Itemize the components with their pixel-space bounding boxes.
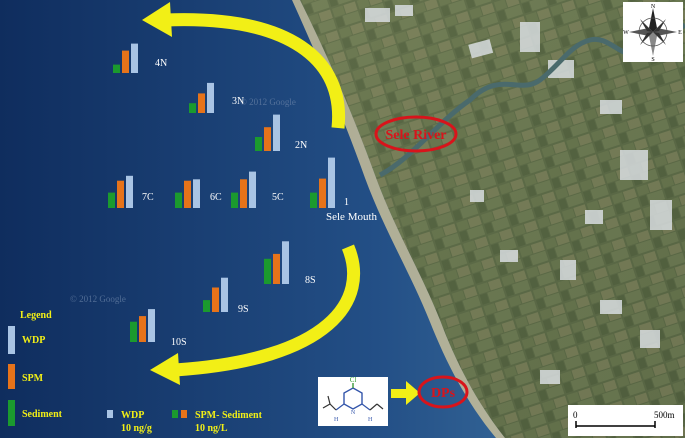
- station-label-9s: 9S: [238, 304, 249, 315]
- sele-river-label: Sele River: [385, 128, 446, 143]
- north-flow-arrowhead: [142, 2, 172, 37]
- bar-spm-6c: [184, 180, 191, 208]
- bar-wdp-2n: [273, 114, 280, 151]
- bar-wdp-3n: [207, 82, 214, 113]
- legend-swatch-wdp: [8, 326, 15, 354]
- scale-end: 500m: [654, 410, 675, 420]
- bar-wdp-6c: [193, 179, 200, 208]
- bar-spm-5c: [240, 179, 247, 208]
- bar-sediment-5c: [231, 192, 238, 208]
- dps-label: DPs: [431, 386, 456, 401]
- watermark-2: © 2012 Google: [70, 294, 126, 304]
- station-label-8s: 8S: [305, 275, 316, 286]
- bar-sediment-4n: [113, 64, 120, 73]
- dps-arrowhead: [406, 381, 420, 405]
- sele-river-ellipse: [374, 115, 458, 153]
- bar-wdp-9s: [221, 277, 228, 312]
- bar-wdp-4n: [131, 43, 138, 73]
- chem-nh-right: H: [368, 417, 373, 423]
- bar-sediment-8s: [264, 258, 271, 284]
- unit-spm-sed-value: 10 ng/L: [195, 423, 228, 434]
- legend-title: Legend: [20, 310, 52, 321]
- scale-start: 0: [573, 410, 578, 420]
- bar-wdp-7c: [126, 175, 133, 208]
- station-label-6c: 6C: [210, 192, 222, 203]
- watermark-1: © 2012 Google: [240, 97, 296, 107]
- north-flow-arrow-shaft: [164, 13, 346, 129]
- bar-sediment-7c: [108, 192, 115, 208]
- legend-swatch-sediment: [8, 400, 15, 426]
- bar-sediment-10s: [130, 321, 137, 342]
- bar-spm-8s: [273, 253, 280, 284]
- bar-spm-9s: [212, 287, 219, 312]
- legend: Legend WDP SPM Sediment: [8, 310, 63, 426]
- station-label-1: 1: [344, 197, 349, 208]
- compass-rose-icon: N S E W: [623, 2, 683, 63]
- unit-spm-sed-label: SPM- Sediment: [195, 410, 263, 421]
- compass-w: W: [623, 30, 629, 36]
- bar-spm-3n: [198, 93, 205, 113]
- bar-wdp-8s: [282, 241, 289, 284]
- south-flow-arrowhead: [150, 353, 180, 385]
- unit-swatch-sediment: [172, 410, 178, 418]
- bar-sediment-2n: [255, 137, 262, 151]
- chemical-structure: Cl H H N: [318, 376, 388, 426]
- beach: [292, 0, 505, 438]
- bar-spm-2n: [264, 127, 271, 151]
- bar-spm-1: [319, 178, 326, 208]
- chem-n: N: [351, 410, 356, 416]
- south-flow-arrow-shaft: [174, 244, 361, 377]
- compass-s: S: [651, 57, 654, 63]
- scale-bar: 0 500m: [568, 405, 683, 436]
- bar-sediment-3n: [189, 103, 196, 113]
- station-label-3n: 3N: [232, 96, 244, 107]
- unit-wdp-value: 10 ng/g: [121, 423, 152, 434]
- bar-spm-4n: [122, 50, 129, 73]
- sele-mouth-label: Sele Mouth: [326, 211, 378, 223]
- greenhouses: [365, 5, 672, 384]
- land-shading: [300, 0, 685, 438]
- bar-spm-7c: [117, 180, 124, 208]
- units-note: WDP 10 ng/g SPM- Sediment 10 ng/L: [107, 410, 263, 434]
- chem-nh-left: H: [334, 417, 339, 423]
- bar-spm-10s: [139, 316, 146, 342]
- station-label-5c: 5C: [272, 192, 284, 203]
- legend-swatch-spm: [8, 364, 15, 389]
- compass-n: N: [651, 4, 656, 10]
- chem-cl: Cl: [350, 376, 357, 384]
- dps-ellipse: [417, 375, 469, 409]
- unit-swatch-spm: [181, 410, 187, 418]
- legend-label-sediment: Sediment: [22, 409, 63, 420]
- legend-label-spm: SPM: [22, 373, 44, 384]
- bar-sediment-9s: [203, 300, 210, 312]
- bar-sediment-6c: [175, 192, 182, 208]
- bar-wdp-1: [328, 157, 335, 208]
- unit-swatch-wdp: [107, 410, 113, 418]
- station-bars: 4N 3N 2N 1 5C 6C 7C 8S 9S 10S: [108, 43, 349, 348]
- compass-e: E: [678, 30, 682, 36]
- unit-wdp-label: WDP: [121, 410, 144, 421]
- bar-sediment-1: [310, 192, 317, 208]
- station-label-4n: 4N: [155, 58, 167, 69]
- bar-wdp-10s: [148, 309, 155, 342]
- station-label-7c: 7C: [142, 192, 154, 203]
- station-label-10s: 10S: [171, 337, 187, 348]
- legend-label-wdp: WDP: [22, 335, 45, 346]
- dps-arrow-shaft: [391, 389, 407, 398]
- station-label-2n: 2N: [295, 140, 307, 151]
- bar-wdp-5c: [249, 171, 256, 208]
